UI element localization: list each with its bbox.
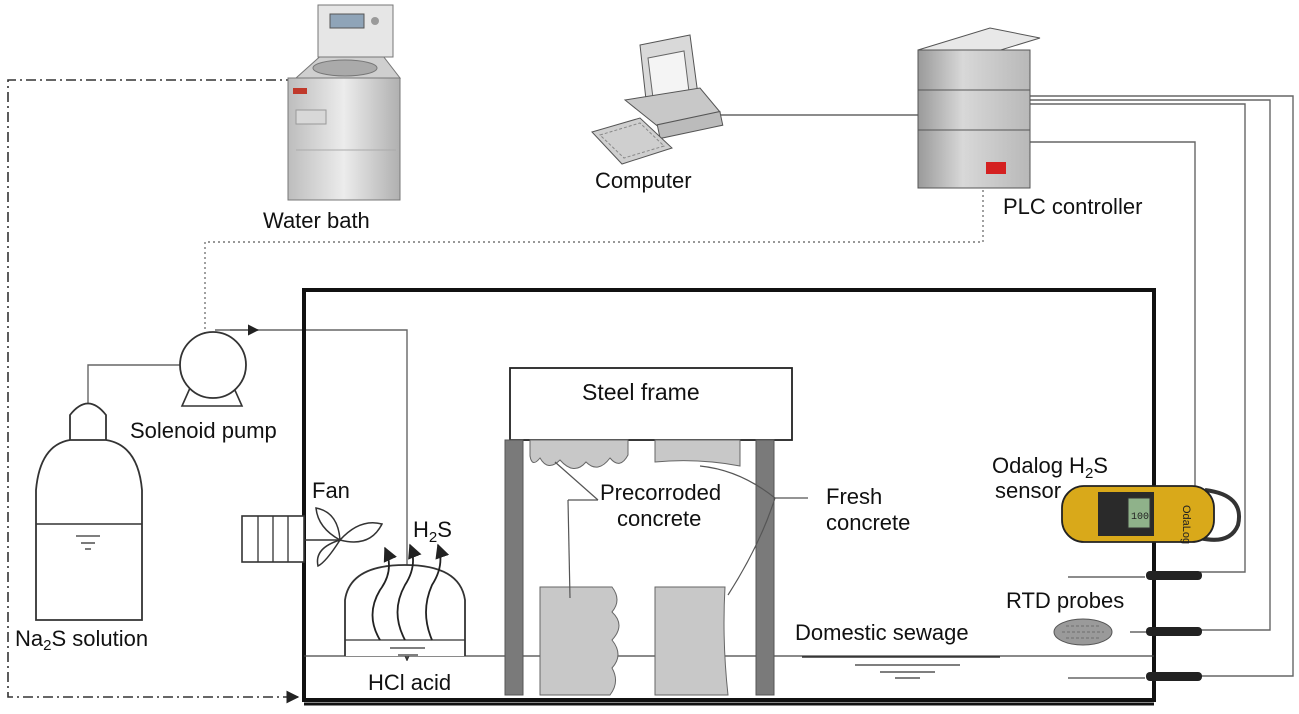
plc-rtd-wire-3 [1030,95,1294,677]
fresh-concrete-top [654,439,741,467]
concrete-leader-lines [554,461,808,599]
fan-blades [304,507,384,568]
precorroded-concrete-top [529,439,629,469]
plc-controller: PLC controller [917,27,1142,219]
hcl-acid-label: HCl acid [368,670,451,695]
steel-frame-label: Steel frame [582,379,700,405]
connection-lines [7,79,1294,704]
h2s-gas-arrows [371,543,450,641]
plc-pump-control-line [205,190,984,345]
pump-hcl-line [215,329,408,655]
plc-indicator-light [986,162,1006,174]
water-bath-label: Water bath [263,208,370,233]
odalog-sensor-label: Odalog H2S sensor [992,453,1114,503]
na2s-solution-label: Na2S solution [15,626,148,654]
steel-frame-assembly: Steel frame Precorroded concrete Fresh c… [504,367,910,696]
hcl-vessel: H2S HCl acid [344,517,466,695]
sensor-reading: 100 [1131,512,1149,523]
precorroded-concrete-bottom [539,586,620,696]
solenoid-pump: Solenoid pump [130,331,277,443]
fan: Fan [241,478,384,568]
fan-label: Fan [312,478,350,503]
h2s-label: H2S [413,517,452,546]
fresh-concrete-label: Fresh concrete [826,484,910,535]
reactor-tank: Domestic sewage [302,288,1156,706]
plc-controller-label: PLC controller [1003,194,1142,219]
sensor-brand: OdaLog [1180,505,1192,544]
computer: Computer [591,34,724,193]
na2s-bottle: Na2S solution [15,402,148,654]
fresh-concrete-bottom [654,586,729,696]
plc-rtd-wire-1 [1030,103,1246,573]
rtd-probes-label: RTD probes [1006,588,1124,613]
computer-label: Computer [595,168,692,193]
odalog-sensor: 100 OdaLog Odalog H2S sensor [992,453,1242,544]
water-bath-loop-line [7,79,300,704]
domestic-sewage-label: Domestic sewage [795,620,969,645]
plc-sensor-wire [1030,141,1196,495]
rtd-probes: RTD probes [1006,571,1202,681]
solenoid-pump-label: Solenoid pump [130,418,277,443]
plc-rtd-wire-2 [1030,99,1271,631]
precorroded-concrete-label: Precorroded concrete [600,480,727,531]
water-bath: Water bath [263,4,402,233]
